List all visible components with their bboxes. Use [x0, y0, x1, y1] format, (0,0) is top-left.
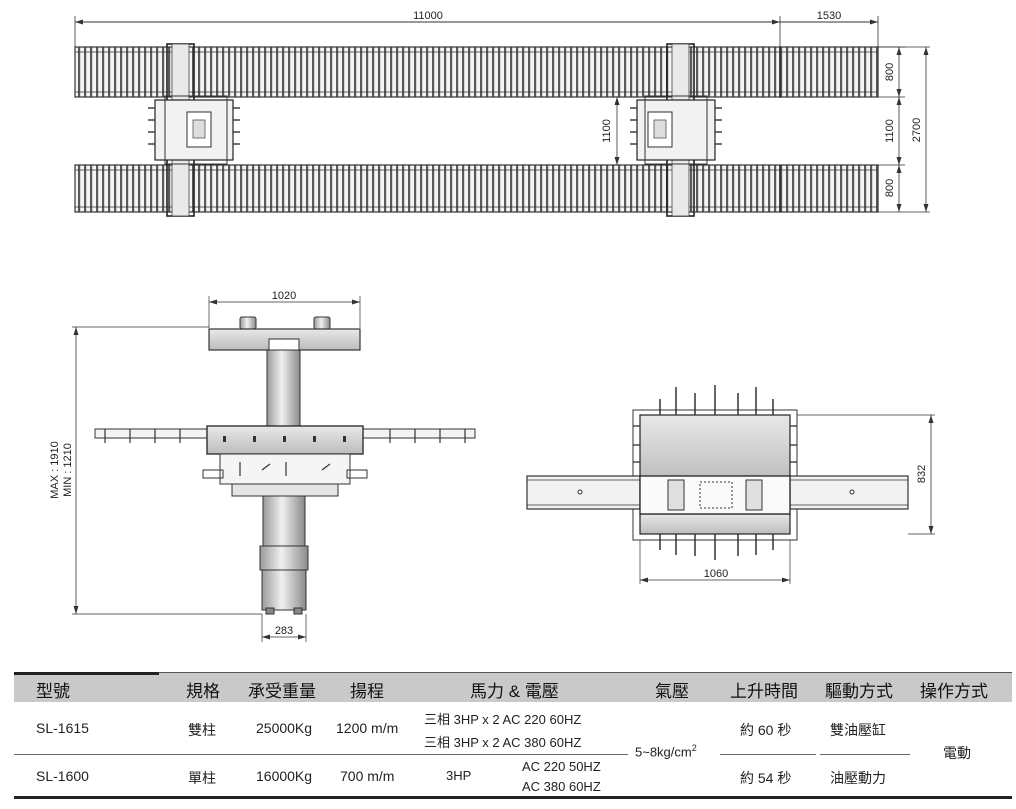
row1-lift: 1200 m/m [336, 720, 399, 736]
row2-model: SL-1600 [36, 768, 89, 784]
header-spec: 規格 [186, 682, 220, 701]
technical-drawing: 11000 1530 [49, 10, 935, 642]
dim-plan-height: 832 [916, 465, 928, 483]
row1-capacity: 25000Kg [256, 720, 313, 736]
header-model: 型號 [36, 682, 70, 701]
dim-side-height-min: MIN : 1210 [62, 443, 74, 497]
row2-drive: 油壓動力 [830, 770, 886, 786]
row1-drive: 雙油壓缸 [830, 722, 886, 738]
dim-side-base-width: 283 [275, 625, 293, 637]
row2-power-hp: 3HP [446, 768, 472, 783]
dim-top-total-width: 2700 [911, 118, 923, 142]
row2-power-line1: AC 220 50HZ [522, 759, 601, 774]
plan-view: 832 1060 [526, 385, 935, 584]
row1-rise-time: 約 60 秒 [740, 722, 792, 738]
header-drive: 驅動方式 [825, 682, 893, 701]
row1-power-line1: 三相 3HP x 2 AC 220 60HZ [424, 712, 582, 727]
dim-top-gap: 1100 [884, 119, 896, 143]
header-operation: 操作方式 [920, 682, 988, 701]
dim-top-inner-gap: 1100 [601, 119, 613, 143]
row2-power-line2: AC 380 60HZ [522, 779, 601, 794]
spec-table-header: 型號 規格 承受重量 揚程 馬力 & 電壓 氣壓 上升時間 驅動方式 操作方式 [14, 672, 1012, 702]
dim-side-table-width: 1020 [272, 290, 296, 302]
operation-method: 電動 [943, 745, 971, 761]
header-capacity: 承受重量 [248, 682, 316, 701]
top-view: 11000 1530 [74, 10, 930, 217]
left-lift-unit [148, 43, 240, 217]
row2-capacity: 16000Kg [256, 768, 313, 784]
row2-lift: 700 m/m [340, 768, 395, 784]
lower-track [74, 164, 879, 213]
right-lift-unit [630, 43, 722, 217]
row2-spec: 單柱 [188, 770, 216, 786]
spec-table: 型號 規格 承受重量 揚程 馬力 & 電壓 氣壓 上升時間 驅動方式 操作方式 … [14, 672, 1012, 799]
dim-top-track-lower: 800 [884, 179, 896, 197]
header-rise-time: 上升時間 [730, 682, 798, 701]
header-air-pressure: 氣壓 [655, 682, 689, 701]
dim-top-track-upper: 800 [884, 63, 896, 81]
header-power: 馬力 & 電壓 [470, 682, 559, 701]
dim-top-extension: 1530 [817, 10, 841, 22]
dim-plan-width: 1060 [704, 568, 728, 580]
row1-model: SL-1615 [36, 720, 89, 736]
dim-top-length: 11000 [413, 10, 443, 22]
row2-rise-time: 約 54 秒 [740, 770, 792, 786]
dim-side-height-max: MAX : 1910 [49, 441, 61, 498]
row1-spec: 雙柱 [188, 722, 216, 738]
row1-power-line2: 三相 3HP x 2 AC 380 60HZ [424, 735, 582, 750]
side-view: 1020 [49, 290, 476, 642]
upper-track [74, 46, 879, 98]
header-lift: 揚程 [350, 682, 384, 701]
air-pressure: 5~8kg/cm2 [635, 743, 697, 760]
